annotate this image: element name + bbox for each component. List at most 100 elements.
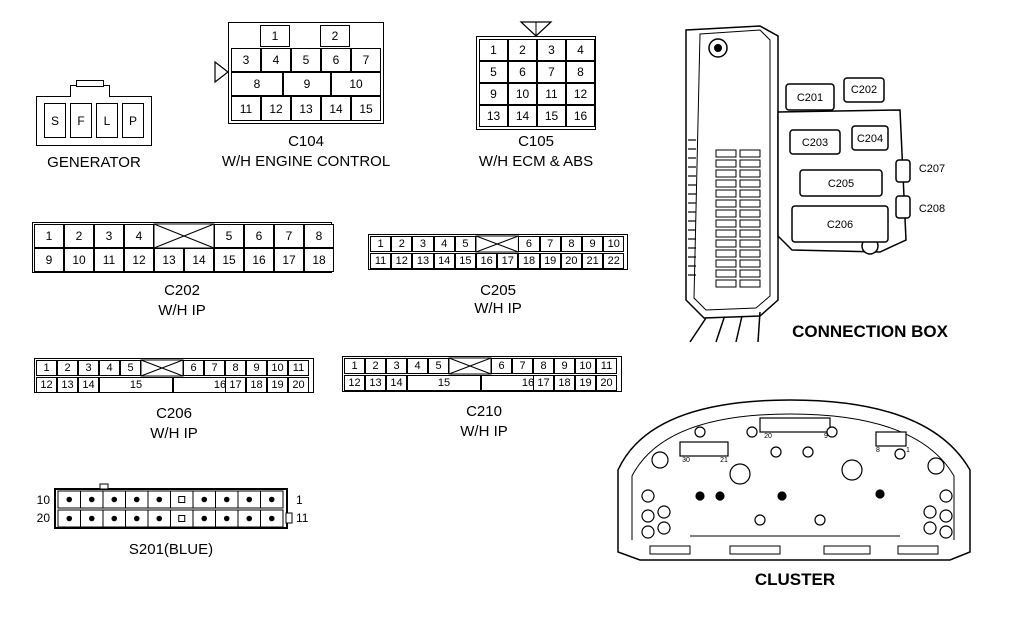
c205-pin: 5 [454,236,476,252]
c206-name: W/H IP [150,425,198,442]
c205-pin: 9 [582,236,604,252]
c205-pin: 2 [391,236,413,252]
c206-blank-cavity [140,359,184,377]
c205-pin: 21 [582,253,604,269]
s201-pin-dot [223,496,230,503]
c205-name: W/H IP [474,300,522,317]
c104-code: C104 [288,133,324,150]
c202-pin: 18 [304,248,334,272]
c104-pin: 5 [291,48,321,72]
fuse-slot [739,239,761,248]
c210-pin: 20 [596,375,617,391]
cluster-bulb-socket [641,509,655,523]
cluster-bulb-socket [715,491,725,501]
generator-label: GENERATOR [47,154,141,171]
c202-pin: 5 [214,224,244,248]
fuse-slot [739,189,761,198]
c205-pin: 1 [370,236,392,252]
cluster-bulb-socket [754,514,766,526]
s201-pin-label: 11 [296,511,309,525]
c205-pin: 7 [539,236,561,252]
generator-pin-p: P [122,103,144,138]
c105-pin: 7 [537,61,566,83]
s201-pin-dot [66,515,73,522]
c205-blank-cavity [475,235,519,253]
fuse-slot [715,179,737,188]
c104-pin: 4 [261,48,291,72]
s201-pin-dot [223,515,230,522]
fuse-slot [739,209,761,218]
c205-pin: 6 [518,236,540,252]
fuse-slot [715,219,737,228]
c202-pin: 15 [214,248,244,272]
s201-pin-dot [133,496,140,503]
c206-pin: 20 [288,377,309,393]
fuse-slot [739,169,761,178]
cluster-bulb-socket [657,521,671,535]
fuse-slot [715,149,737,158]
c202-pin: 9 [34,248,64,272]
c210-pin: 7 [512,358,533,374]
c105-pin: 5 [479,61,508,83]
s201-pin-dot [201,515,208,522]
c205-pin: 11 [370,253,392,269]
c205-pin: 16 [476,253,498,269]
cluster-bulb-socket [841,459,863,481]
fuse-slot [739,179,761,188]
c202-pin: 13 [154,248,184,272]
fuse-slot [739,219,761,228]
c202-blank-cavity [153,223,215,249]
c105-code: C105 [518,133,554,150]
c206-pin: 18 [246,377,267,393]
connection-box-connector [895,195,911,219]
c202-pin: 3 [94,224,124,248]
c210-pin: 17 [533,375,554,391]
connection-box-inner [693,29,771,311]
cluster-bulb-socket [939,525,953,539]
c105-name: W/H ECM & ABS [478,153,594,170]
c104-pin: 6 [321,48,351,72]
connection-box-connector-label: C204 [857,133,883,145]
c105-pin: 11 [537,83,566,105]
c202-pin: 6 [244,224,274,248]
fuse-slot [715,169,737,178]
c105-pin: 8 [566,61,595,83]
cluster-pin-label: 1 [906,447,910,454]
s201-pin-dot [66,496,73,503]
cluster-bottom-connector [649,545,691,555]
c202-pin: 10 [64,248,94,272]
c210-pin: 12 [344,375,365,391]
cluster-inner-edge [631,413,955,540]
mounting-bolt-center [714,44,722,52]
c206-pin: 11 [288,360,309,376]
c206-pin: 17 [225,377,246,393]
cluster-bottom-connector [897,545,939,555]
s201-pin-dot [111,515,118,522]
c206-pin: 14 [78,377,99,393]
generator-pin-l: L [96,103,118,138]
fuse-slot [739,259,761,268]
connection-box-connector [785,83,835,111]
connection-box-connector-label: C208 [919,203,945,215]
cluster-bottom-connector [823,545,871,555]
c205-pin: 4 [433,236,455,252]
c202-pin: 12 [124,248,154,272]
s201-pin-dot [201,496,208,503]
cluster-bulb-socket [641,489,655,503]
fuse-slot [715,259,737,268]
c105-pin: 12 [566,83,595,105]
fuse-slot [739,229,761,238]
c210-blank-cavity [448,357,492,375]
c104-pin: 1 [260,25,290,47]
c202-pin: 2 [64,224,94,248]
connection-box-connector [895,159,911,183]
c205-code: C205 [480,282,516,299]
cluster-bulb-socket [939,509,953,523]
c206-pin: 3 [78,360,99,376]
cluster-bulb-socket [814,514,826,526]
c105-pin: 15 [537,105,566,127]
fuse-slot [739,249,761,258]
c105-pin: 16 [566,105,595,127]
cluster-pin-label: 9 [824,433,828,440]
